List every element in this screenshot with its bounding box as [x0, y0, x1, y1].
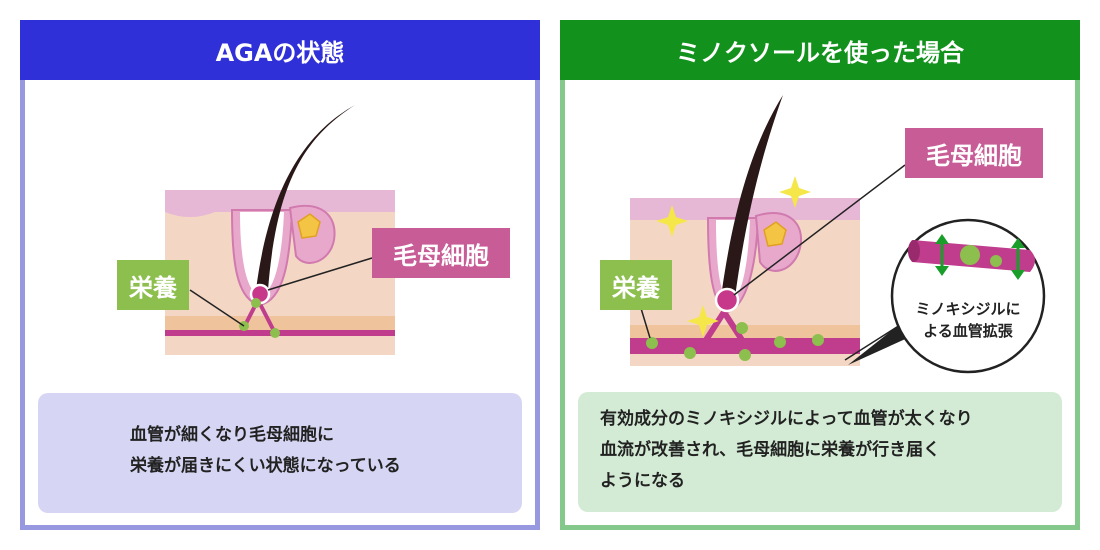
nutrient-dot [251, 298, 261, 308]
aga-skin-cross-section [165, 105, 395, 355]
nutrient-dot [812, 334, 824, 346]
nutrient-dot [684, 347, 696, 359]
sparkle-icon [656, 205, 688, 237]
aga-state-caption: 血管が細くなり毛母細胞に 栄養が届きにくい状態になっている [38, 393, 522, 513]
sparkle-icon [687, 305, 719, 337]
minoxidil-caption-line-3: ようになる [600, 471, 685, 491]
hair-matrix-cell-label: 毛母細胞 [905, 128, 1043, 178]
nutrient-dot [270, 328, 280, 338]
nutrient-dot [736, 322, 748, 334]
minoxidil-caption-line-1: 有効成分のミノキシジルによって血管が太くなり [600, 409, 973, 429]
nutrition-label: 栄養 [117, 260, 189, 310]
nutrition-label: 栄養 [600, 260, 672, 310]
hair-strand [255, 105, 355, 298]
minoxidil-caption-line-2: 血流が改善され、毛母細胞に栄養が行き届く [600, 440, 941, 460]
minoxidil-skin-cross-section [630, 95, 912, 366]
hair-matrix-cell [714, 287, 740, 313]
aga-state-header: AGAの状態 [20, 20, 540, 80]
minoxidil-title: ミノクソールを使った場合 [676, 38, 964, 67]
vessel-callout-line-1: ミノキシジルに [915, 300, 1020, 318]
nutrient-dot [774, 336, 786, 348]
hair-strand [721, 95, 783, 299]
minoxidil-header: ミノクソールを使った場合 [560, 20, 1080, 80]
sparkle-icon [779, 176, 811, 208]
minoxidil-caption: 有効成分のミノキシジルによって血管が太くなり 血流が改善され、毛母細胞に栄養が行… [578, 392, 1062, 512]
vessel-dilation-callout: ミノキシジルに よる血管拡張 [890, 218, 1046, 374]
aga-state-title: AGAの状態 [215, 38, 345, 67]
nutrient-dot [739, 349, 751, 361]
nutrient-dot [646, 337, 658, 349]
aga-caption-line-2: 栄養が届きにくい状態になっている [130, 456, 401, 476]
hair-matrix-cell-label: 毛母細胞 [372, 228, 510, 278]
aga-caption-line-1: 血管が細くなり毛母細胞に [130, 425, 334, 445]
expand-arrow-icon [1011, 238, 1025, 280]
expand-arrow-icon [935, 234, 949, 276]
vessel-callout-line-2: よる血管拡張 [923, 322, 1014, 340]
